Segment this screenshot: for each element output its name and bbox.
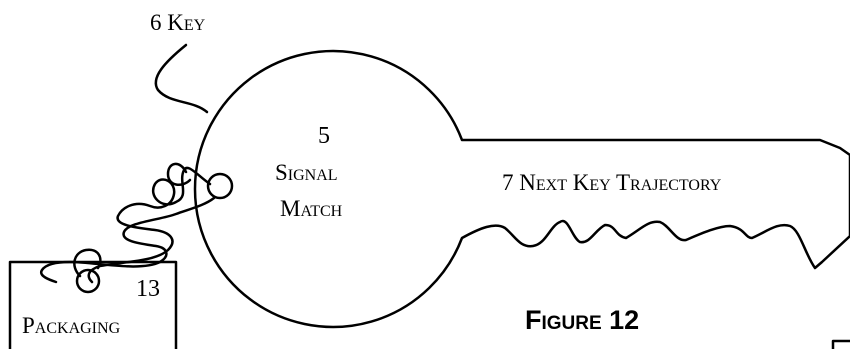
key-outline <box>193 49 850 329</box>
key-ring <box>206 172 234 200</box>
tag-hole <box>75 268 101 294</box>
signal-match-label-line1: Signal <box>275 160 338 185</box>
tag-string-loop <box>73 248 102 278</box>
corner-fragment <box>831 339 850 351</box>
tangled-string <box>87 166 212 284</box>
packaging-tag <box>8 260 178 354</box>
next-key-trajectory-label: 7 Next Key Trajectory <box>502 170 722 195</box>
figure-caption: Figure 12 <box>525 305 640 335</box>
key-leader-line <box>154 43 209 114</box>
signal-match-number: 5 <box>318 123 330 149</box>
key-label: 6 Key <box>150 10 206 35</box>
signal-match-label-line2: Match <box>280 196 343 221</box>
string-loop <box>166 162 192 187</box>
tangled-string-second-strand <box>39 196 216 284</box>
packaging-number: 13 <box>136 276 160 302</box>
packaging-label: Packaging <box>22 313 121 338</box>
